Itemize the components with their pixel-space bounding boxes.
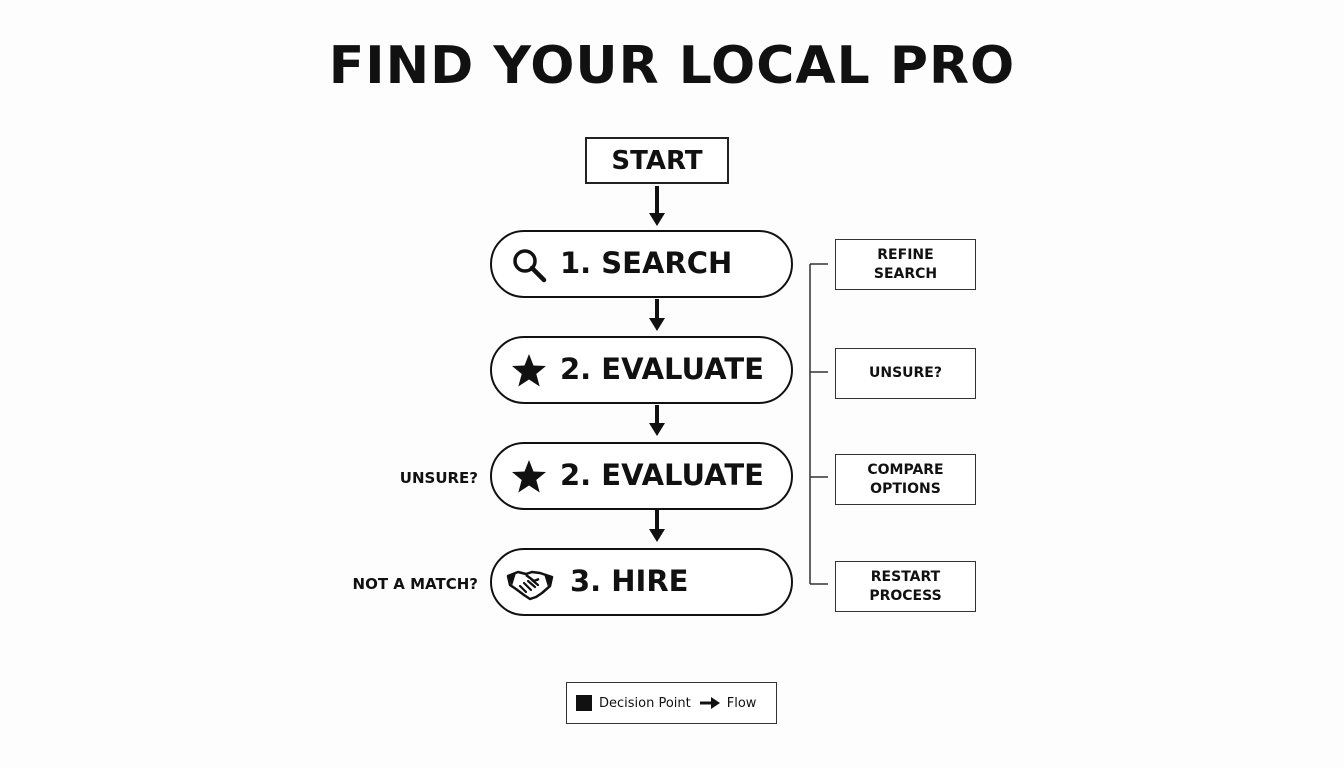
page-title: FIND YOUR LOCAL PRO <box>328 36 1016 96</box>
star-icon <box>510 352 548 390</box>
side-label-not-a-match: NOT A MATCH? <box>352 575 478 593</box>
search-icon <box>510 246 548 284</box>
step-label: 2. EVALUATE <box>560 458 764 492</box>
flow-arrowhead <box>649 213 665 226</box>
step-label: 3. HIRE <box>570 564 689 598</box>
flow-arrowhead <box>649 529 665 542</box>
step-label: 2. EVALUATE <box>560 352 764 386</box>
legend-flow: Flow <box>726 695 757 711</box>
star-icon <box>510 458 548 496</box>
step-evaluate: 2. EVALUATE <box>490 336 793 404</box>
flow-arrow-icon <box>699 697 720 709</box>
step-hire: 3. HIRE <box>490 548 793 616</box>
step-evaluate: 2. EVALUATE <box>490 442 793 510</box>
option-refine-search: REFINE SEARCH <box>835 239 976 290</box>
step-label: 1. SEARCH <box>560 246 733 280</box>
step-search: 1. SEARCH <box>490 230 793 298</box>
legend: Decision Point Flow <box>566 682 777 724</box>
legend-decision-point: Decision Point <box>599 695 691 711</box>
flow-arrowhead <box>649 423 665 436</box>
start-node: START <box>585 137 729 184</box>
handshake-icon <box>506 564 554 602</box>
option-restart-process: RESTART PROCESS <box>835 561 976 612</box>
side-label-unsure: UNSURE? <box>399 469 478 487</box>
option-unsure: UNSURE? <box>835 348 976 399</box>
flow-arrowhead <box>649 318 665 331</box>
decision-point-swatch <box>576 695 592 711</box>
option-compare-options: COMPARE OPTIONS <box>835 454 976 505</box>
